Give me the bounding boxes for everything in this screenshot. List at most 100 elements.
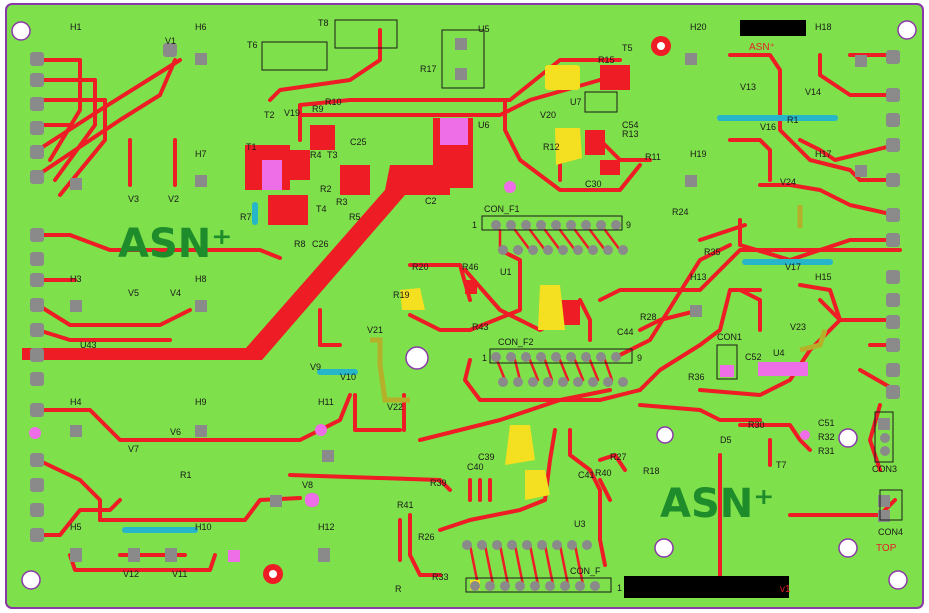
label-R32: R32: [818, 432, 835, 442]
label-V7: V7: [128, 444, 139, 454]
u6-pad-magenta: [440, 118, 468, 145]
label-V14: V14: [805, 87, 821, 97]
label-V13: V13: [740, 82, 756, 92]
label-CON_F2: CON_F2: [498, 337, 534, 347]
label-C2: C2: [425, 196, 437, 206]
label-R2: R2: [320, 184, 332, 194]
label-R36: R36: [688, 372, 705, 382]
logo-asn-left: ASN⁺: [118, 221, 232, 267]
label-V23: V23: [790, 322, 806, 332]
label-T6: T6: [247, 40, 258, 50]
label-U3: U3: [574, 519, 586, 529]
label-V2: V2: [168, 194, 179, 204]
label-R46: R46: [462, 262, 479, 272]
cyan-parts: [122, 115, 838, 533]
label-R43: R43: [472, 322, 489, 332]
label-V12: V12: [123, 569, 139, 579]
designator-labels: H1 H6 V1 T6 T8 U5 H20 H18 R17 R15 T5 U7 …: [70, 18, 903, 594]
label-V21: V21: [367, 325, 383, 335]
label-R20: R20: [412, 262, 429, 272]
label-H11: H11: [318, 397, 334, 407]
label-R30: R30: [748, 420, 765, 430]
label-R-bottom: R: [395, 584, 402, 594]
label-V16: V16: [760, 122, 776, 132]
label-T7: T7: [776, 460, 787, 470]
pin-label-cf1-9: 9: [626, 220, 631, 230]
label-C25: C25: [350, 137, 367, 147]
logo-asn-right: ASN⁺: [660, 481, 774, 527]
label-H10: H10: [195, 522, 212, 532]
label-CON4: CON4: [878, 527, 903, 537]
label-R12: R12: [543, 142, 560, 152]
pcb-substrate: [5, 3, 924, 609]
label-U6: U6: [478, 120, 490, 130]
gray-pads: [30, 38, 900, 562]
label-R3: R3: [336, 197, 348, 207]
label-V11: V11: [172, 569, 187, 579]
label-V9: V9: [310, 362, 321, 372]
label-T1: T1: [246, 142, 257, 152]
label-R8: R8: [294, 239, 306, 249]
magenta-parts: [29, 160, 810, 562]
label-T3: T3: [327, 150, 338, 160]
olive-parts: [370, 205, 828, 403]
redaction-bar-bottom: [624, 576, 789, 598]
label-U1: U1: [500, 267, 512, 277]
label-CON_F1: CON_F1: [484, 204, 520, 214]
label-V24: V24: [780, 177, 796, 187]
label-C52: C52: [745, 352, 762, 362]
label-T4: T4: [316, 204, 327, 214]
pin-label-cf2-1: 1: [482, 353, 487, 363]
label-V6: V6: [170, 427, 181, 437]
logo-asn-top-right: ASN⁺: [749, 42, 775, 53]
silkscreen-outlines: [261, 19, 903, 593]
label-C40: C40: [467, 462, 484, 472]
label-V10: V10: [340, 372, 356, 382]
label-R35: R35: [704, 247, 721, 257]
label-C39: C39: [478, 452, 495, 462]
label-C30: C30: [585, 179, 602, 189]
label-V17: V17: [785, 262, 801, 272]
label-R5: R5: [349, 212, 361, 222]
label-T2: T2: [264, 110, 275, 120]
redaction-bar-top: [740, 20, 806, 36]
label-T8: T8: [318, 18, 329, 28]
label-U43: U43: [80, 340, 97, 350]
label-C51: C51: [818, 418, 835, 428]
label-H9: H9: [195, 397, 207, 407]
label-H18: H18: [815, 22, 832, 32]
label-C54: C54: [622, 120, 639, 130]
label-H13: H13: [690, 272, 707, 282]
label-U7: U7: [570, 97, 582, 107]
label-D5: D5: [720, 435, 732, 445]
label-R11: R11: [645, 152, 661, 162]
label-C44: C44: [617, 327, 634, 337]
label-C41: C41: [578, 470, 595, 480]
label-R17: R17: [420, 64, 437, 74]
label-R15: R15: [598, 55, 615, 65]
label-R28: R28: [640, 312, 657, 322]
label-R4: R4: [310, 150, 322, 160]
label-CON1: CON1: [717, 332, 742, 342]
copper-traces: [36, 28, 902, 592]
label-CON3: CON3: [872, 464, 897, 474]
pin-label-cf-1: 1: [617, 583, 622, 593]
label-CON_F: CON_F: [570, 566, 601, 576]
label-H8: H8: [195, 274, 207, 284]
label-V20: V20: [540, 110, 556, 120]
label-H19: H19: [690, 149, 707, 159]
label-R1: R1: [180, 470, 192, 480]
yellow-parts: [400, 65, 582, 590]
label-R39: R39: [430, 478, 447, 488]
label-V19: V19: [284, 108, 300, 118]
label-H17: H17: [815, 149, 832, 159]
label-R7: R7: [240, 212, 252, 222]
label-R18: R18: [643, 466, 660, 476]
label-U5: U5: [478, 24, 490, 34]
label-H6: H6: [195, 22, 207, 32]
label-R24: R24: [672, 207, 689, 217]
label-R19: R19: [393, 290, 410, 300]
label-V5: V5: [128, 288, 139, 298]
label-R41: R41: [397, 500, 414, 510]
